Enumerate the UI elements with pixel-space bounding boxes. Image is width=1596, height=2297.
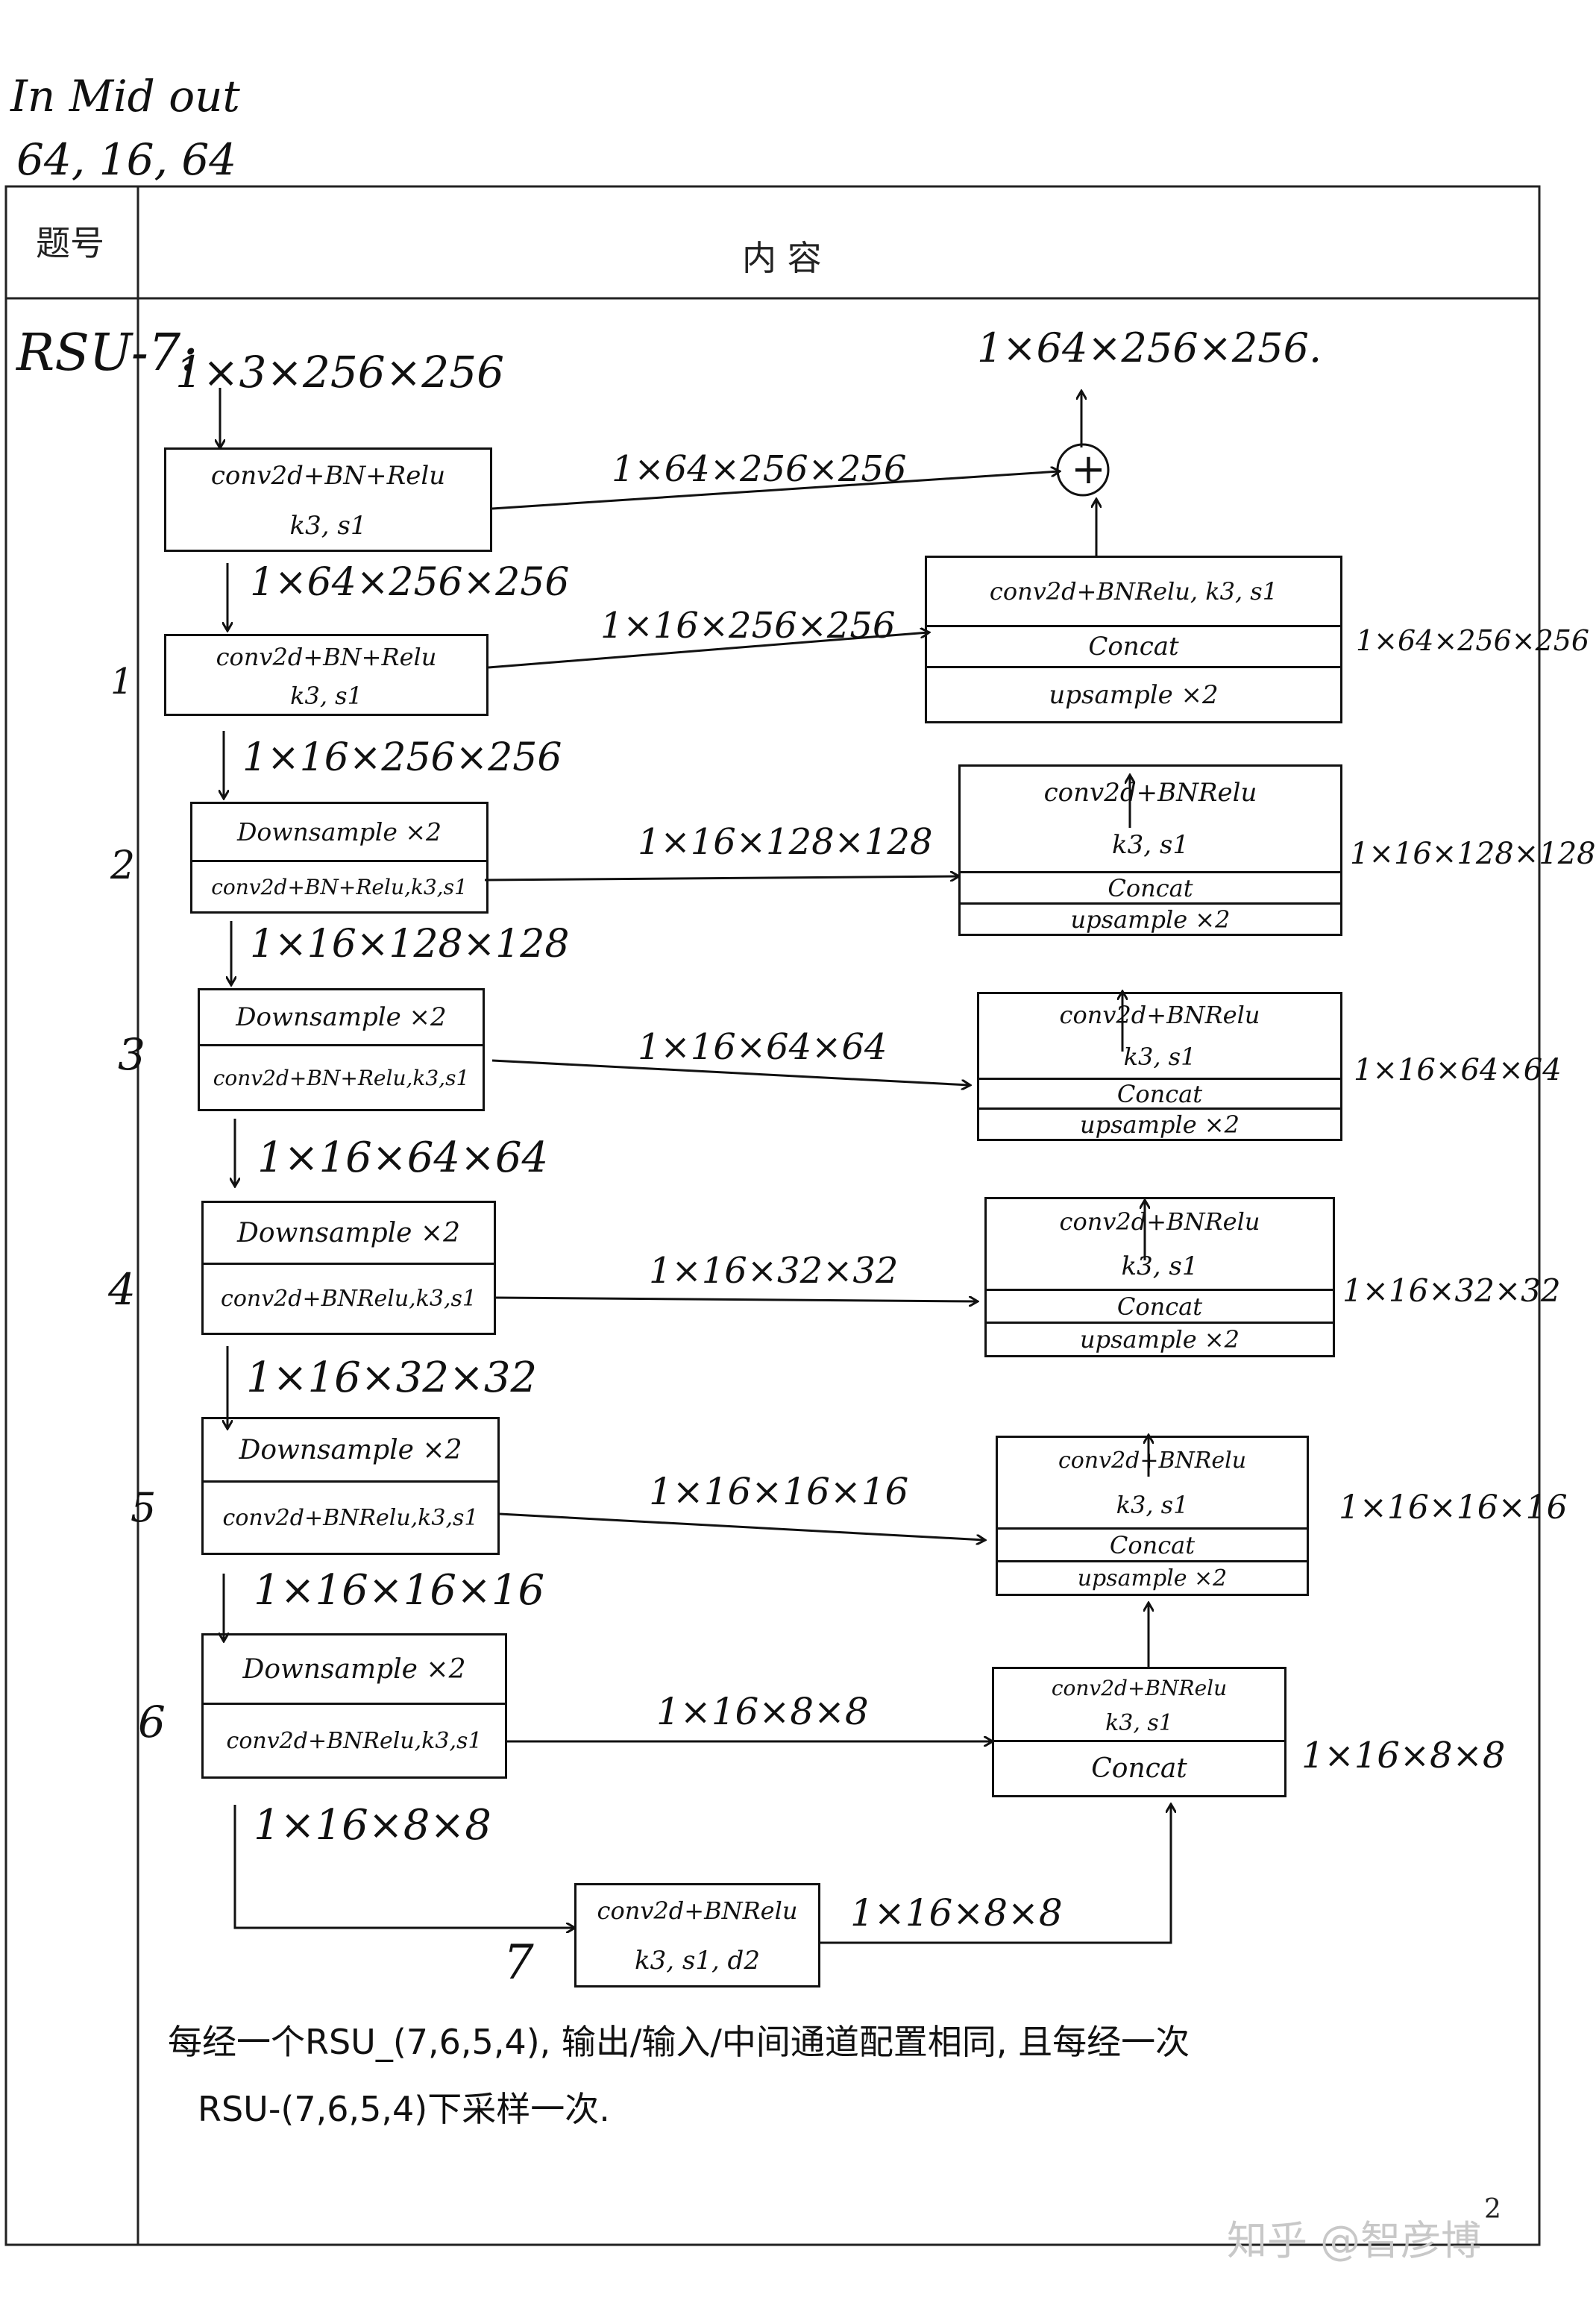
- block-row: Concat: [979, 1078, 1340, 1108]
- skip-label: 1×16×256×256: [600, 605, 896, 647]
- block-row: conv2d+BNRelu, k3, s1: [989, 577, 1278, 606]
- decoder-block-5: conv2d+BNRelu k3, s1 Concat upsample ×2: [996, 1436, 1309, 1596]
- block-row: k3, s1: [1116, 1491, 1189, 1519]
- side-label: 1×16×8×8: [1301, 1735, 1506, 1776]
- encoder-block-1: conv2d+BN+Relu k3, s1: [164, 447, 492, 552]
- encoder-block-3: Downsample ×2 conv2d+BN+Relu,k3,s1: [190, 802, 488, 914]
- side-label: 1×16×64×64: [1354, 1053, 1562, 1087]
- row-number: 2: [110, 843, 136, 888]
- table-header-content: 内 容: [742, 238, 822, 278]
- block-row: conv2d+BNRelu: [1058, 1447, 1247, 1474]
- header-note-line1: In Mid out: [10, 71, 240, 122]
- block-row: conv2d+BNRelu: [1059, 1001, 1260, 1029]
- row-number: 6: [138, 1697, 166, 1747]
- side-label: 1×16×16×16: [1339, 1489, 1568, 1527]
- skip-label: 1×16×16×16: [649, 1470, 909, 1513]
- input-shape: 1×3×256×256: [175, 347, 505, 398]
- shape-label: 1×16×8×8: [254, 1801, 491, 1850]
- block-row: conv2d+BNRelu: [1051, 1675, 1228, 1700]
- block-row: conv2d+BNRelu,k3,s1: [204, 1480, 497, 1553]
- shape-label: 1×16×16×16: [254, 1566, 545, 1615]
- block-row: Downsample ×2: [242, 1653, 466, 1685]
- shape-label: 1×64×256×256: [250, 560, 570, 605]
- block-row: conv2d+BN+Relu: [210, 461, 446, 491]
- side-label: 1×16×32×32: [1342, 1272, 1561, 1309]
- side-label: 1×64×256×256: [1356, 624, 1590, 657]
- note-line-2: RSU-(7,6,5,4)下采样一次.: [198, 2089, 610, 2129]
- block-row: Concat: [927, 625, 1340, 666]
- table-header-number: 题号: [36, 223, 104, 263]
- table-frame: [4, 185, 1541, 2246]
- block-row: conv2d+BNRelu,k3,s1: [204, 1703, 505, 1776]
- row-number: 4: [108, 1264, 136, 1315]
- watermark: 知乎 @智彦博: [1227, 2217, 1482, 2264]
- block-row: conv2d+BNRelu,k3,s1: [204, 1263, 494, 1333]
- skip-label: 1×16×128×128: [638, 821, 933, 863]
- skip-label: 1×64×256×256: [612, 448, 907, 490]
- block-row: conv2d+BNRelu: [597, 1897, 798, 1925]
- skip-label: 1×16×8×8: [850, 1891, 1063, 1935]
- bottleneck-block: conv2d+BNRelu k3, s1, d2: [574, 1883, 820, 1988]
- block-row: Downsample ×2: [236, 817, 442, 846]
- block-row: Downsample ×2: [236, 1002, 447, 1032]
- skip-label: 1×16×64×64: [638, 1026, 887, 1068]
- block-row: k3, s1: [1105, 1710, 1173, 1736]
- decoder-block-1: conv2d+BNRelu, k3, s1 Concat upsample ×2: [925, 556, 1342, 723]
- block-row: k3, s1: [1123, 1043, 1196, 1071]
- encoder-block-4: Downsample ×2 conv2d+BN+Relu,k3,s1: [198, 988, 485, 1111]
- block-row: upsample ×2: [987, 1322, 1333, 1355]
- header-note-line2: 64, 16, 64: [16, 134, 237, 185]
- encoder-block-5: Downsample ×2 conv2d+BNRelu,k3,s1: [201, 1201, 496, 1335]
- block-row: Downsample ×2: [237, 1217, 460, 1248]
- decoder-block-3: conv2d+BNRelu k3, s1 Concat upsample ×2: [977, 992, 1342, 1141]
- decoder-block-2: conv2d+BNRelu k3, s1 Concat upsample ×2: [958, 764, 1342, 936]
- shape-label: 1×16×256×256: [242, 735, 562, 780]
- row-number: 5: [131, 1484, 157, 1531]
- note-line-1: 每经一个RSU_(7,6,5,4), 输出/输入/中间通道配置相同, 且每经一次: [168, 2022, 1190, 2062]
- block-row: conv2d+BNRelu: [1043, 778, 1257, 808]
- encoder-block-7: Downsample ×2 conv2d+BNRelu,k3,s1: [201, 1633, 507, 1779]
- plus-symbol: +: [1071, 445, 1106, 494]
- shape-label: 1×16×128×128: [250, 922, 570, 967]
- block-row: conv2d+BN+Relu: [216, 642, 437, 671]
- shape-label: 1×16×32×32: [246, 1354, 538, 1402]
- block-row: Concat: [994, 1740, 1284, 1795]
- block-row: Concat: [987, 1289, 1333, 1322]
- block-row: Concat: [961, 871, 1340, 902]
- row-number: 3: [118, 1029, 145, 1080]
- block-row: upsample ×2: [961, 902, 1340, 934]
- block-row: upsample ×2: [979, 1107, 1340, 1139]
- row-number: 7: [503, 1935, 534, 1990]
- block-row: upsample ×2: [927, 666, 1340, 721]
- block-row: k3, s1: [1121, 1251, 1198, 1281]
- block-row: k3, s1: [290, 681, 362, 710]
- block-row: k3, s1: [289, 511, 367, 541]
- block-row: conv2d+BN+Relu,k3,s1: [200, 1044, 483, 1109]
- page-number: 2: [1484, 2194, 1501, 2225]
- skip-label: 1×16×32×32: [649, 1250, 899, 1292]
- plus-node: [1056, 443, 1110, 497]
- block-row: Concat: [998, 1527, 1307, 1560]
- encoder-block-2: conv2d+BN+Relu k3, s1: [164, 634, 488, 716]
- block-row: k3, s1: [1112, 830, 1189, 860]
- architecture-diagram: [4, 185, 1541, 2246]
- output-shape: 1×64×256×256.: [977, 324, 1322, 371]
- shape-label: 1×16×64×64: [257, 1134, 549, 1182]
- block-row: Downsample ×2: [239, 1434, 462, 1465]
- block-row: k3, s1, d2: [635, 1946, 760, 1976]
- skip-label: 1×16×8×8: [656, 1690, 869, 1733]
- decoder-block-4: conv2d+BNRelu k3, s1 Concat upsample ×2: [984, 1197, 1335, 1357]
- decoder-block-6: conv2d+BNRelu k3, s1 Concat: [992, 1667, 1286, 1797]
- rsu-label: RSU-7:: [16, 324, 198, 383]
- connector-arrows: [220, 388, 1171, 1944]
- encoder-block-6: Downsample ×2 conv2d+BNRelu,k3,s1: [201, 1417, 500, 1555]
- side-label: 1×16×128×128: [1350, 837, 1596, 871]
- block-row: conv2d+BN+Relu,k3,s1: [192, 860, 486, 911]
- block-row: conv2d+BNRelu: [1059, 1207, 1260, 1236]
- row-number: 1: [110, 661, 133, 703]
- block-row: upsample ×2: [998, 1560, 1307, 1594]
